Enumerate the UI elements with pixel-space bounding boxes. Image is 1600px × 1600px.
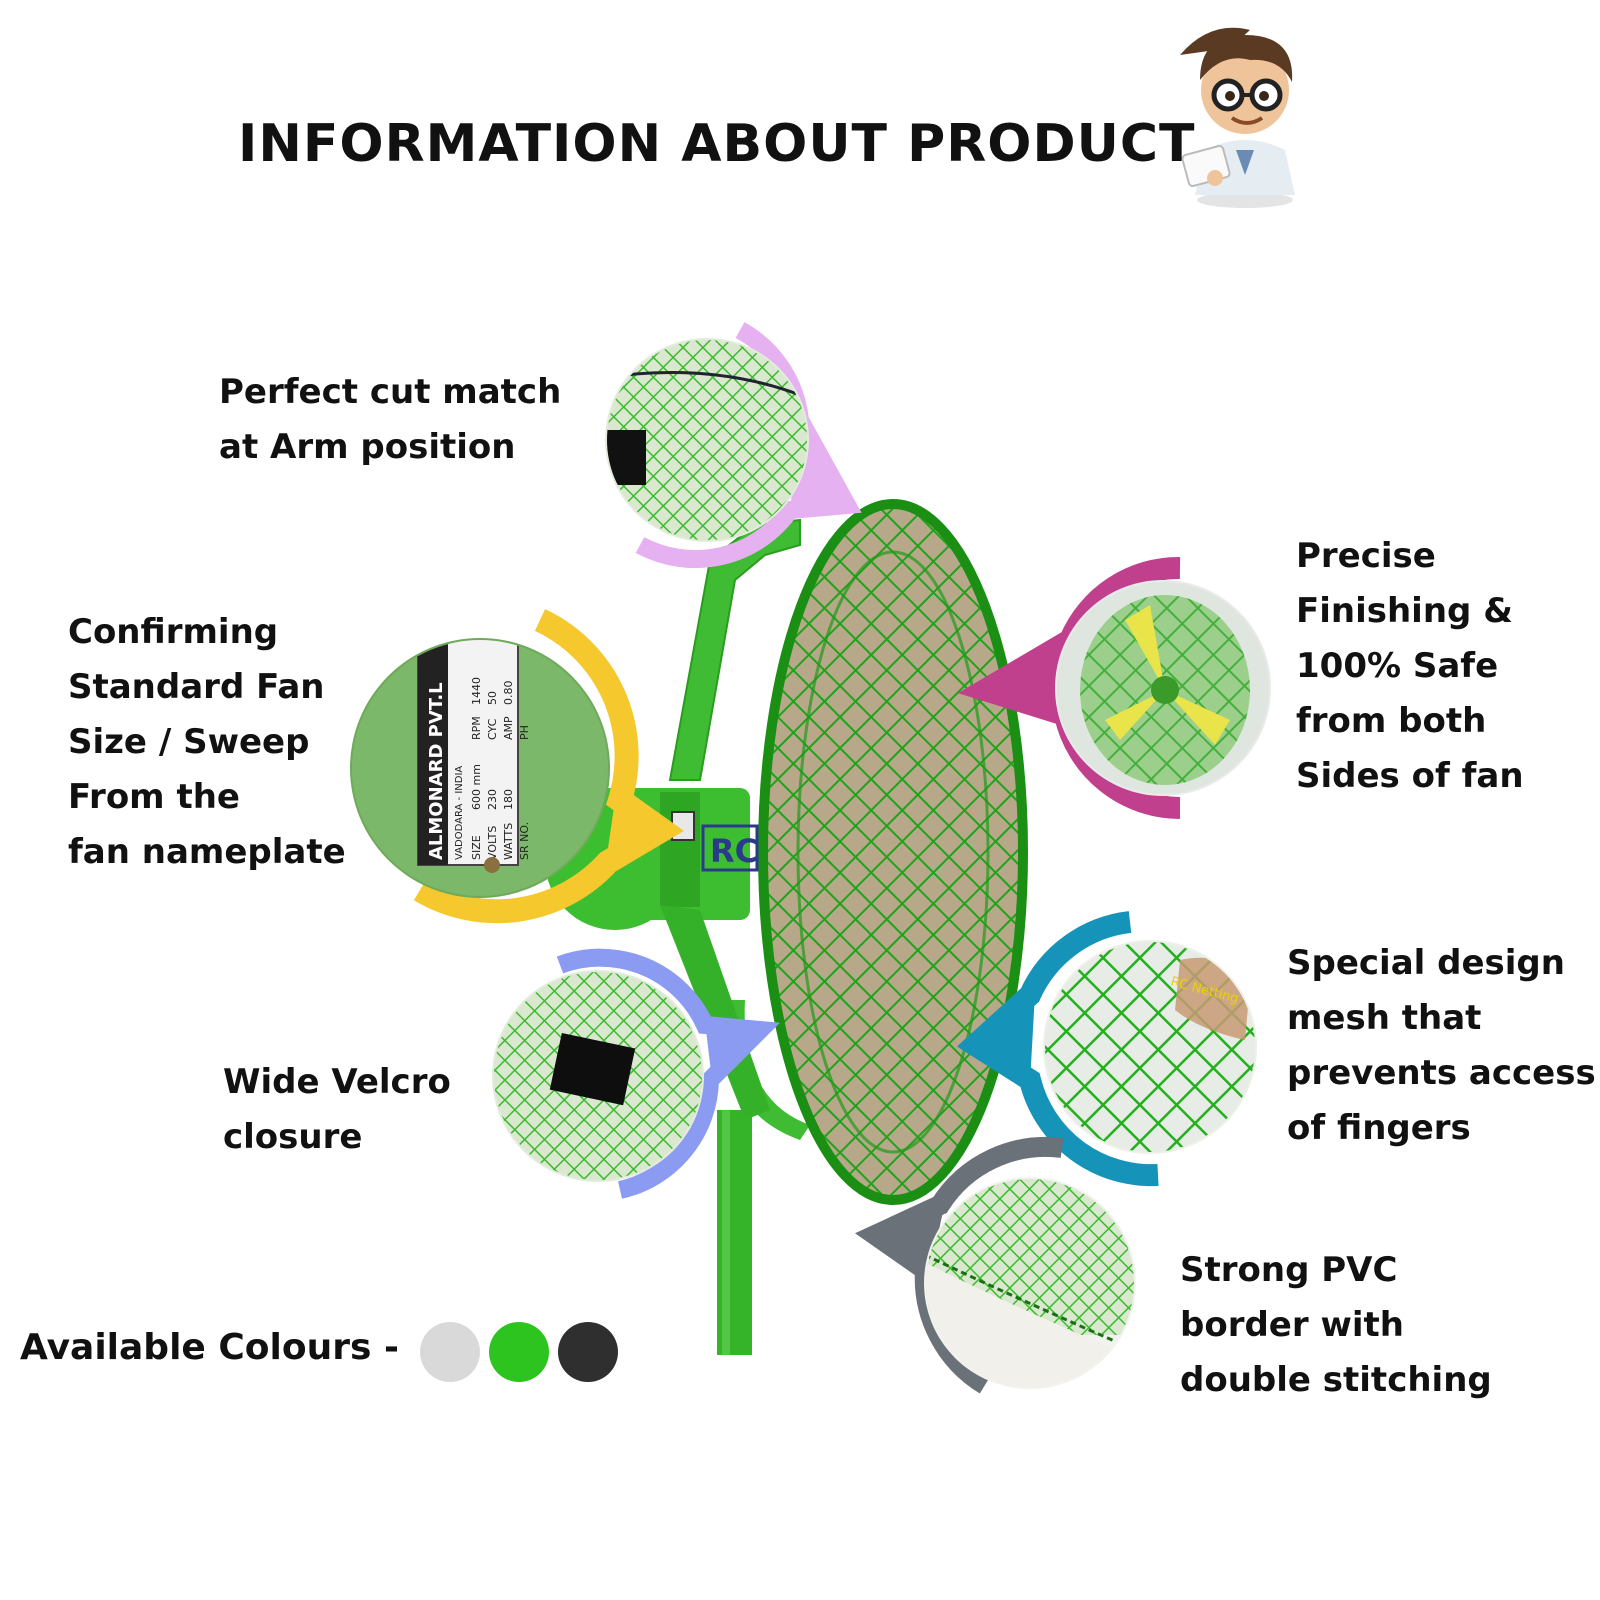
colour-swatch-grey[interactable] [420, 1322, 480, 1382]
nameplate-rpm-value: 1440 [470, 677, 483, 705]
mascot-icon [1180, 27, 1295, 208]
label-finishing-line: 100% Safe [1296, 646, 1499, 686]
label-mesh: Special design mesh that prevents access… [1287, 936, 1596, 1156]
label-nameplate: Confirming Standard Fan Size / Sweep Fro… [68, 605, 346, 880]
label-nameplate-line: Confirming [68, 612, 279, 652]
label-border-line: double stitching [1180, 1360, 1492, 1400]
label-finishing-line: Finishing & [1296, 591, 1513, 631]
callout-border-badge [855, 1136, 1136, 1394]
label-arm-cut-line: Perfect cut match [219, 372, 562, 412]
label-finishing-line: Precise [1296, 536, 1436, 576]
nameplate-size-value: 600 mm [470, 764, 483, 810]
label-finishing-line: from both [1296, 701, 1487, 741]
nameplate-cyc-value: 50 [486, 691, 499, 705]
fan-logo: RC [710, 832, 758, 870]
nameplate-rpm-label: RPM [470, 716, 483, 740]
label-nameplate-line: fan nameplate [68, 832, 346, 872]
nameplate-watts-value: 180 [502, 789, 515, 810]
label-nameplate-line: Size / Sweep [68, 722, 310, 762]
nameplate-brand: ALMONARD PVT.L [426, 682, 447, 860]
label-mesh-line: of fingers [1287, 1108, 1471, 1148]
label-velcro: Wide Velcro closure [223, 1055, 451, 1165]
nameplate-volts-label: VOLTS [486, 826, 499, 860]
label-mesh-line: prevents access [1287, 1053, 1596, 1093]
callout-velcro-badge [492, 948, 780, 1199]
fan-icon: RC [545, 499, 1028, 1355]
page-title: INFORMATION ABOUT PRODUCT [238, 114, 1196, 174]
colour-swatch-green[interactable] [489, 1322, 549, 1382]
label-velcro-line: Wide Velcro [223, 1062, 451, 1102]
label-arm-cut: Perfect cut match at Arm position [219, 365, 561, 475]
label-mesh-line: mesh that [1287, 998, 1482, 1038]
nameplate-srno-label: SR NO. [518, 822, 531, 860]
nameplate-watts-label: WATTS [502, 823, 515, 860]
nameplate-amp-label: AMP [502, 716, 515, 740]
label-border: Strong PVC border with double stitching [1180, 1243, 1492, 1408]
label-border-line: border with [1180, 1305, 1404, 1345]
label-border-line: Strong PVC [1180, 1250, 1398, 1290]
nameplate-ph-label: PH [518, 725, 531, 740]
callout-finishing-badge [958, 556, 1271, 819]
label-nameplate-line: From the [68, 777, 240, 817]
label-finishing: Precise Finishing & 100% Safe from both … [1296, 529, 1524, 804]
nameplate-city: VADODARA - INDIA [454, 766, 465, 860]
nameplate-volts-value: 230 [486, 789, 499, 810]
nameplate-size-label: SIZE [470, 835, 483, 860]
label-finishing-line: Sides of fan [1296, 756, 1524, 796]
callout-nameplate-badge: ALMONARD PVT.L VADODARA - INDIA SIZE 600… [350, 609, 684, 924]
nameplate-cyc-label: CYC [486, 718, 499, 740]
callout-mesh-badge: RC Netting [956, 911, 1257, 1187]
available-colours-label: Available Colours - [20, 1327, 399, 1368]
callout-arm-cut-badge [605, 322, 862, 568]
label-nameplate-line: Standard Fan [68, 667, 325, 707]
nameplate-amp-value: 0.80 [502, 681, 515, 706]
label-mesh-line: Special design [1287, 943, 1565, 983]
colour-swatch-black[interactable] [558, 1322, 618, 1382]
label-arm-cut-line: at Arm position [219, 427, 516, 467]
label-velcro-line: closure [223, 1117, 363, 1157]
